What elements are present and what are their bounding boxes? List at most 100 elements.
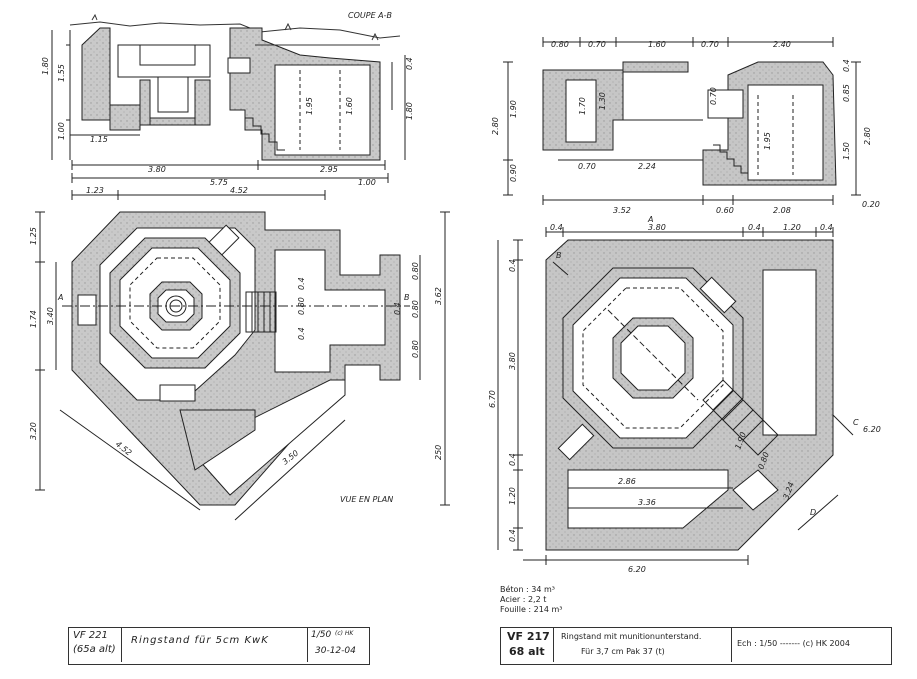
left-drawing-sheet: COUPE A-B 1.80 1.55 1.00 1.15 3.80 2.95 … [0,0,458,679]
title-block-scale-cell [731,628,890,662]
drawing-scale-credit: Ech : 1/50 ------- (c) HK 2004 [737,639,850,648]
dim-text: 1.60 [648,40,666,49]
dim-text: 0.4 [297,327,306,340]
dim-text: 0.80 [411,340,420,358]
title-block-left: VF 221 (65a alt) Ringstand für 5cm KwK 1… [68,627,370,665]
drawing-code: VF 221 [73,630,108,641]
dim-text: 0.4 [508,453,517,466]
dim-text: 1.00 [57,122,66,140]
dim-text: 2.95 [320,165,338,174]
concrete-volume: Béton : 34 m³ [500,585,556,594]
section-mark-a: A [57,293,63,302]
dim-text: 1.20 [508,487,517,505]
dim-text: 1.25 [29,227,38,245]
dim-text: 0.80 [411,300,420,318]
dim-text: 2.40 [773,40,791,49]
dim-text: 1.80 [41,57,50,75]
title-block-code-cell [69,628,122,662]
right-drawing-canvas: 0.80 0.70 1.60 0.70 2.40 2.80 1.90 0.90 … [488,37,881,574]
plan-view [497,227,854,565]
dim-text: 0.70 [588,40,606,49]
dim-text: 250 [434,445,443,460]
drawing-date: 30-12-04 [315,646,356,656]
dim-text: 0.80 [551,40,569,49]
dim-text: 2.80 [863,127,872,145]
dim-text: 0.4 [508,259,517,272]
drawing-title: Ringstand für 5cm KwK [131,635,269,646]
dim-text: 3.20 [29,422,38,440]
dim-text: 1.50 [842,142,851,160]
dim-text: 0.70 [578,162,596,171]
dim-text: 1.15 [90,135,108,144]
dim-text: 0.4 [393,302,402,315]
dim-text: 0.90 [509,164,518,182]
dim-text: 3.80 [648,223,666,232]
dim-text: 2.24 [638,162,656,171]
dim-text: 3.52 [613,206,631,215]
dim-text: 0.70 [709,87,718,105]
dim-text: 2.80 [491,117,500,135]
section-mark-b: B [556,251,562,260]
dim-text: 1.90 [509,100,518,118]
dim-text: 3.80 [148,165,166,174]
dim-text: 0.4 [405,57,414,70]
section-mark-a: A [647,215,653,224]
dim-text: 3.80 [508,352,517,370]
dim-text: 1.60 [345,97,354,115]
dim-text: 0.4 [748,223,761,232]
quantities-notes: Béton : 34 m³ Acier : 2,2 t Fouille : 21… [500,585,562,615]
dim-text: 0.80 [297,297,306,315]
dim-text: 2.08 [773,206,791,215]
title-block-scale-cell [307,628,368,662]
title-block-right: VF 217 68 alt Ringstand mit munitionunte… [500,627,892,665]
dim-text: 0.4 [820,223,833,232]
dim-text: 0.4 [297,277,306,290]
section-view [503,37,861,205]
drawing-author: (c) HK [335,630,354,637]
excavation-volume: Fouille : 214 m³ [500,605,563,614]
dim-text: 0.85 [842,84,851,102]
section-mark-d: D [810,508,816,517]
section-mark-c: C [853,418,859,427]
dim-text: 5.75 [210,178,228,187]
drawing-weapon: Für 3,7 cm Pak 37 (t) [581,647,665,656]
dim-text: 2.86 [618,477,636,486]
dim-text: 3.40 [46,307,55,325]
section-label: COUPE A-B [348,11,392,20]
plan-label: VUE EN PLAN [340,495,393,504]
dim-text: 3.62 [434,287,443,305]
plan-view [35,173,450,521]
dim-text: 1.80 [405,102,414,120]
dim-text: 1.74 [29,310,38,328]
dim-text: 0.4 [508,529,517,542]
dim-text: 1.95 [305,97,314,115]
drawing-title: Ringstand mit munitionunterstand. [561,632,702,641]
drawing-alt-code: (65a alt) [73,644,116,655]
drawing-scale: 1/50 [311,630,332,640]
dim-text: 1.23 [86,186,104,195]
dim-text: 1.00 [358,178,376,187]
title-block-code-cell [501,628,554,662]
dim-text: 1.95 [763,132,772,150]
dim-text: 4.52 [230,186,248,195]
section-view [51,13,406,170]
dim-text: 0.70 [701,40,719,49]
dim-text: 0.4 [842,59,851,72]
dim-text: 0.4 [550,223,563,232]
dim-text: 0.20 [862,200,880,209]
drawing-code: VF 217 [507,630,550,643]
dim-text: 6.20 [863,425,881,434]
dim-text: 3.36 [638,498,656,507]
dim-text: 6.20 [628,565,646,574]
dim-text: 0.80 [411,262,420,280]
dim-text: 1.70 [578,97,587,115]
dim-text: 1.55 [57,64,66,82]
left-drawing-canvas: COUPE A-B 1.80 1.55 1.00 1.15 3.80 2.95 … [29,11,450,521]
steel-weight: Acier : 2,2 t [500,595,547,604]
dim-text: 6.70 [488,390,497,408]
right-drawing-sheet: 0.80 0.70 1.60 0.70 2.40 2.80 1.90 0.90 … [458,0,917,679]
drawing-alt-code: 68 alt [509,645,545,658]
section-mark-b: B [404,293,410,302]
dim-text: 1.20 [783,223,801,232]
dim-text: 1.30 [598,92,607,110]
